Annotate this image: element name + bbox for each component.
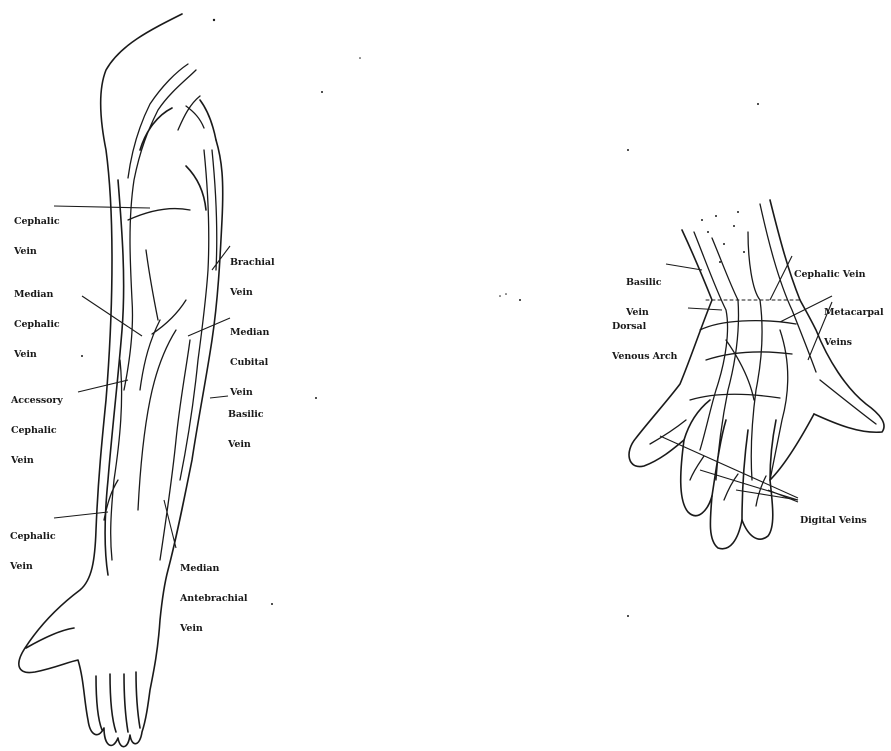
label-basilic-vein-arm: Basilic Vein [228,390,263,470]
label-cephalic-vein-upper: Cephalic Vein [14,197,60,277]
label-cephalic-vein-lower: Cephalic Vein [10,512,56,592]
label-brachial-vein: Brachial Vein [230,238,274,318]
label-median-cephalic-vein: Median Cephalic Vein [14,270,60,380]
label-dorsal-venous-arch: Dorsal Venous Arch [612,302,677,382]
label-metacarpal-veins: Metacarpal Veins [824,288,883,368]
label-accessory-cephalic-vein: Accessory Cephalic Vein [11,376,63,486]
label-digital-veins: Digital Veins [800,496,867,546]
label-median-antebrachial-vein: Median Antebrachial Vein [180,544,247,654]
